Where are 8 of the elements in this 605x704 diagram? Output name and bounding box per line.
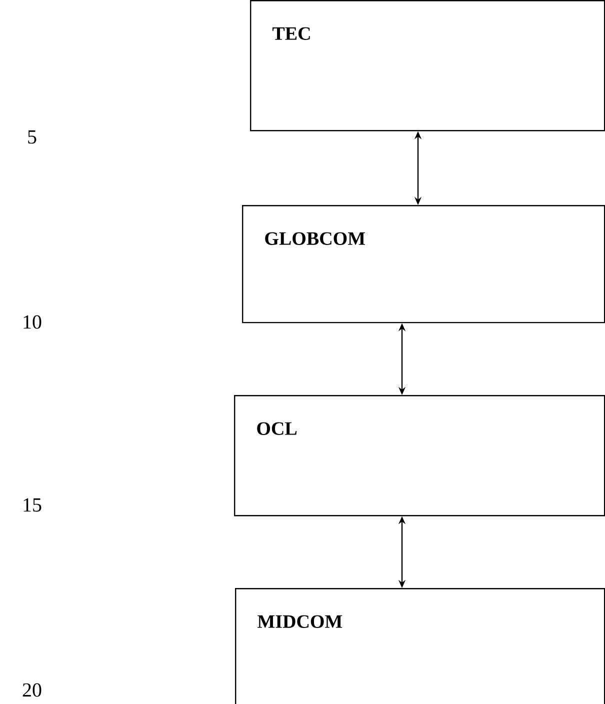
process-box: OCL [234, 395, 605, 516]
process-box: MIDCOM [235, 588, 605, 704]
line-number: 15 [24, 498, 42, 512]
line-number: 5 [28, 130, 36, 144]
process-box: TEC [250, 0, 605, 132]
line-number: 20 [22, 683, 42, 697]
process-box: GLOBCOM [242, 205, 605, 324]
line-number: 10 [24, 315, 42, 329]
